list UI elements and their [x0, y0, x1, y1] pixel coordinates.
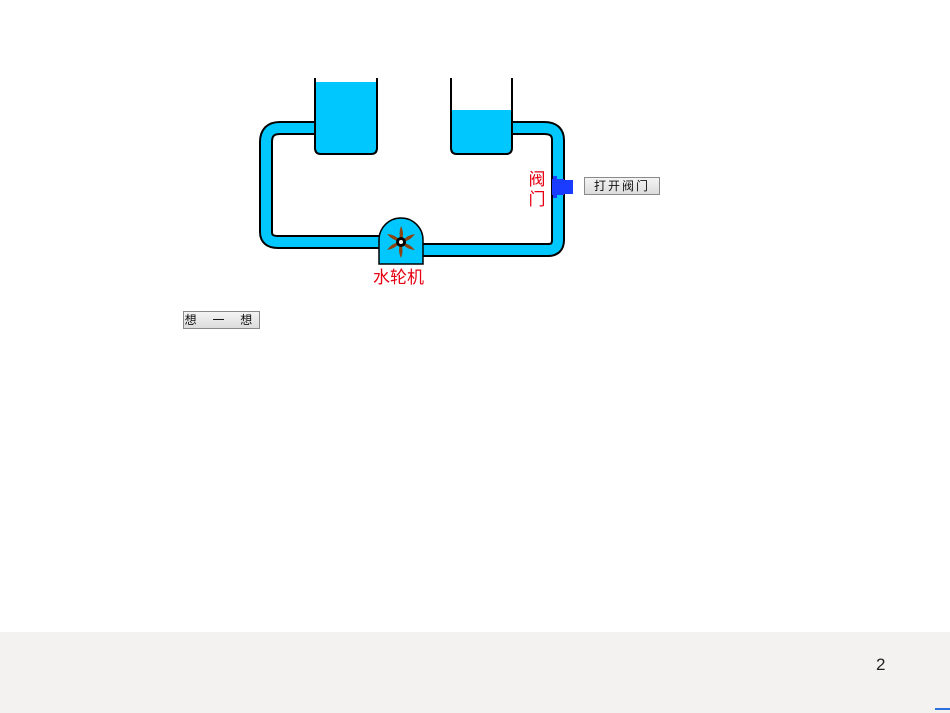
think-button[interactable]: 想 一 想	[183, 311, 260, 329]
footer-bar	[0, 632, 950, 713]
open-valve-button[interactable]: 打开阀门	[584, 177, 660, 195]
valve-label-line2: 门	[528, 190, 546, 210]
page-number: 2	[876, 655, 886, 674]
valve-label: 阀 门	[527, 170, 547, 210]
pipe	[259, 121, 565, 257]
turbine	[378, 217, 424, 265]
right-container	[450, 78, 513, 155]
corner-link-mark[interactable]	[935, 708, 950, 710]
turbine-label: 水轮机	[373, 268, 424, 288]
slide-canvas: 阀 门 水轮机 打开阀门 想 一 想	[183, 78, 660, 329]
turbine-blades	[387, 226, 415, 258]
valve-label-line1: 阀	[528, 170, 546, 190]
water-circuit-diagram	[259, 78, 573, 265]
valve-icon	[552, 176, 573, 198]
left-container	[314, 78, 378, 155]
